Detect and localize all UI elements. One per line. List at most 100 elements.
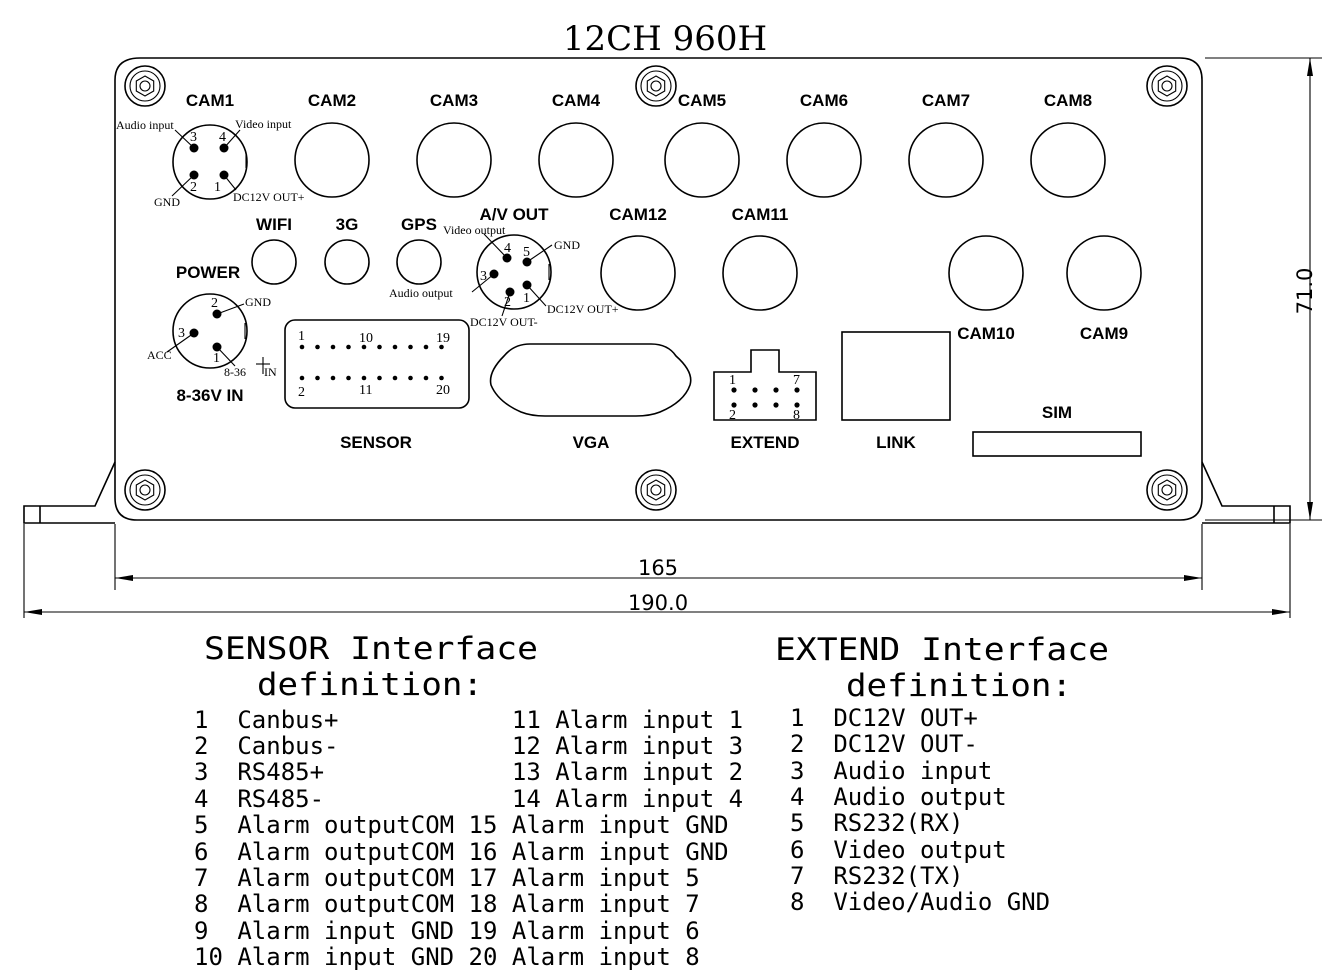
sensor-row: 4 RS485- 14 Alarm input 4 — [194, 785, 743, 813]
mounting-screws — [124, 65, 1188, 511]
av-dc12v-minus-note: DC12V OUT- — [470, 315, 538, 329]
extend-pin-dot — [794, 387, 800, 393]
cam6-label: CAM6 — [800, 91, 848, 110]
diagram-title: 12CH 960H — [563, 19, 767, 59]
dimension-lines: 165 190.0 71.0 — [23, 57, 1322, 618]
sensor-row: 5 Alarm outputCOM 15 Alarm input GND — [194, 811, 729, 839]
cam2-label: CAM2 — [308, 91, 356, 110]
sensor-row: 9 Alarm input GND 19 Alarm input 6 — [194, 917, 700, 945]
screw-icon — [124, 469, 166, 511]
extend-table-heading: EXTEND Interface — [775, 632, 1109, 668]
power-label: POWER — [176, 263, 240, 282]
panel-body — [23, 57, 1291, 524]
sim-label: SIM — [1042, 403, 1072, 422]
extend-row: 5 RS232(RX) — [790, 809, 963, 837]
extend-table-heading-2: definition: — [846, 668, 1072, 704]
sensor-pin-dot — [377, 375, 382, 381]
extend-label: EXTEND — [731, 433, 800, 452]
power-in-note: IN — [264, 365, 277, 379]
screw-icon — [124, 65, 166, 107]
extend-pin8: 8 — [793, 408, 800, 423]
sensor-pin-dot — [392, 344, 398, 350]
cam7-connector — [908, 122, 984, 198]
extend-pin-dot — [752, 402, 758, 408]
sensor-pin-dot — [377, 344, 382, 350]
screw-icon — [1146, 65, 1188, 107]
extend-row: 6 Video output — [790, 836, 1007, 864]
extend-pin7: 7 — [793, 373, 800, 388]
sensor-pin19: 19 — [436, 331, 450, 346]
extend-row: 7 RS232(TX) — [790, 862, 963, 890]
sensor-connector: 1 10 19 2 11 20 — [284, 319, 470, 409]
cam1-gnd-note: GND — [154, 195, 180, 209]
sensor-row: 3 RS485+ 13 Alarm input 2 — [194, 758, 743, 786]
sensor-row: 10 Alarm input GND 20 Alarm input 8 — [194, 943, 700, 971]
sensor-pin-dot — [439, 375, 444, 381]
av-audio-output-note: Audio output — [389, 286, 453, 300]
extend-pin-dot — [794, 402, 800, 408]
inner-width-dimension: 165 — [638, 556, 678, 580]
sensor-row: 1 Canbus+ 11 Alarm input 1 — [194, 706, 743, 734]
cam1-pin3: 3 — [190, 130, 197, 145]
extend-pin2: 2 — [729, 408, 736, 423]
cam1-video-input-note: Video input — [235, 117, 292, 131]
sensor-pin11: 11 — [359, 383, 372, 398]
sensor-label: SENSOR — [340, 433, 412, 452]
sensor-pin-dot — [299, 375, 305, 381]
extend-connector: 1 7 2 8 — [713, 349, 817, 423]
sensor-pin-dot — [315, 375, 320, 381]
extend-definition-table: EXTEND Interface definition: 1 DC12V OUT… — [775, 632, 1109, 916]
sensor-pin-dot — [408, 344, 413, 350]
power-pin3: 3 — [178, 326, 185, 341]
cam2-connector — [294, 122, 370, 198]
sensor-row: 8 Alarm outputCOM 18 Alarm input 7 — [194, 890, 700, 918]
extend-row: 3 Audio input — [790, 757, 992, 785]
extend-pin-dot — [731, 387, 737, 393]
cam12-label: CAM12 — [609, 205, 667, 224]
wifi-antenna-connector — [251, 239, 297, 285]
connector-labels: CAM1 CAM2 CAM3 CAM4 CAM5 CAM6 CAM7 CAM8 … — [176, 91, 1128, 452]
sensor-pin-dot — [346, 344, 351, 350]
outer-width-dimension: 190.0 — [628, 591, 688, 615]
power-acc-note: ACC — [147, 348, 172, 362]
sensor-table-heading-2: definition: — [257, 667, 483, 703]
cam8-label: CAM8 — [1044, 91, 1092, 110]
av-gnd-note: GND — [554, 238, 580, 252]
sensor-pin2: 2 — [298, 385, 305, 400]
power-gnd-note: GND — [245, 295, 271, 309]
cam12-connector — [600, 235, 676, 311]
av-pin5: 5 — [523, 245, 530, 260]
av-dc12v-plus-note: DC12V OUT+ — [547, 302, 619, 316]
camera-connectors — [251, 122, 1142, 311]
sensor-row: 2 Canbus- 12 Alarm input 3 — [194, 732, 743, 760]
screw-icon — [635, 65, 677, 107]
extend-row: 8 Video/Audio GND — [790, 888, 1050, 916]
cam4-connector — [538, 122, 614, 198]
cam1-dc12v-note: DC12V OUT+ — [233, 190, 305, 204]
sensor-pin-dot — [346, 375, 351, 381]
av-pin1: 1 — [523, 291, 530, 306]
sensor-pin1: 1 — [298, 329, 305, 344]
cam10-connector — [948, 235, 1024, 311]
cam1-audio-input-note: Audio input — [116, 118, 174, 132]
cam4-label: CAM4 — [552, 91, 601, 110]
cam1-pinout: 3 4 2 1 Audio input Video input GND DC12… — [116, 117, 305, 209]
sensor-row: 6 Alarm outputCOM 16 Alarm input GND — [194, 838, 729, 866]
link-port — [841, 331, 951, 421]
cam7-label: CAM7 — [922, 91, 970, 110]
extend-pin-dot — [773, 387, 779, 393]
sensor-pin-dot — [330, 344, 336, 350]
extend-pin-dot — [731, 402, 737, 408]
sensor-definition-table: SENSOR Interface definition: 1 Canbus+ 1… — [194, 631, 743, 971]
cam1-pin1: 1 — [214, 180, 221, 195]
sensor-pin-dot — [423, 344, 429, 350]
cam3-label: CAM3 — [430, 91, 478, 110]
cam3-connector — [416, 122, 492, 198]
sensor-pin-dot — [330, 375, 336, 381]
cam1-label: CAM1 — [186, 91, 234, 110]
link-label: LINK — [876, 433, 916, 452]
sensor-pin-dot — [315, 344, 320, 350]
extend-pin1: 1 — [729, 373, 736, 388]
cam9-connector — [1066, 235, 1142, 311]
